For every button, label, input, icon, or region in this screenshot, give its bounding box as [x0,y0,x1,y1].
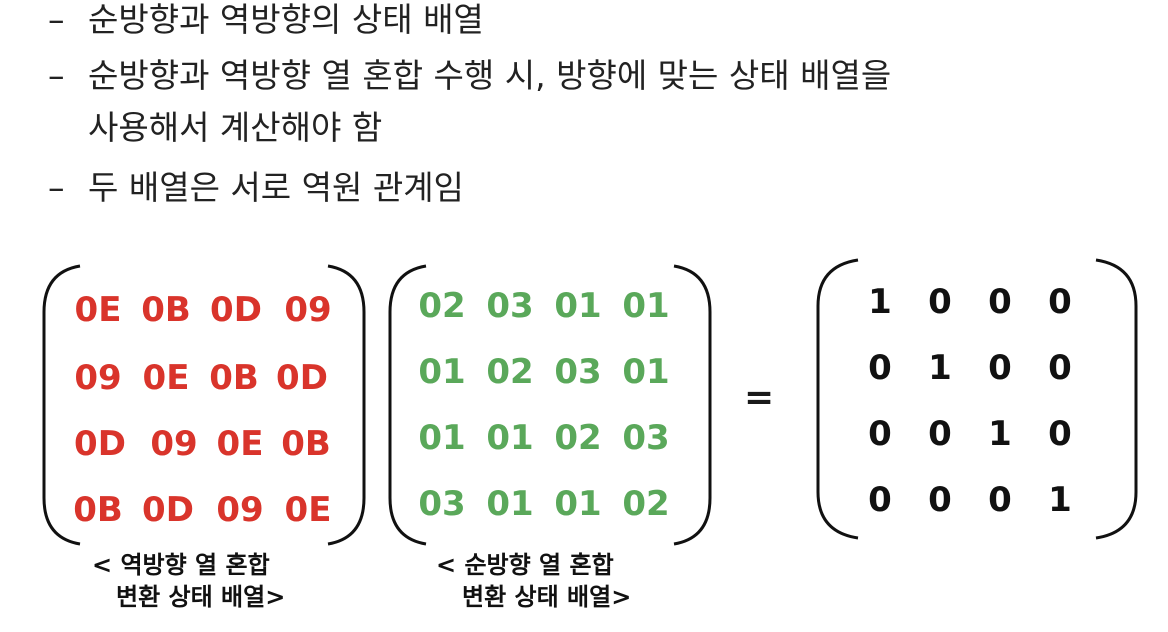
bullet-text: 두 배열은 서로 역원 관계임 [88,168,464,207]
inverse-mix-matrix: 0E 0B 0D 09 09 0E 0B 0D 0D 09 0E 0B 0B 0… [40,262,368,548]
matrix-cell: 09 [216,490,264,530]
matrix-cell: 1 [988,414,1012,454]
matrix-cell: 0 [988,480,1012,520]
identity-matrix: 1 0 0 0 0 1 0 0 0 0 1 0 0 0 0 1 [814,256,1140,542]
matrix-cell: 01 [554,286,602,326]
matrix-cell: 01 [554,484,602,524]
matrix-cell: 01 [622,352,670,392]
matrix-cell: 0B [281,424,331,464]
bullet-dash: – [48,56,65,95]
matrix-cell: 0 [868,414,892,454]
matrix-cell: 0 [928,414,952,454]
matrix-cell: 0 [928,480,952,520]
matrix-cell: 0E [74,290,122,330]
bullet-text: 순방향과 역방향 열 혼합 수행 시, 방향에 맞는 상태 배열을 [88,56,892,95]
matrix-cell: 0B [141,290,191,330]
matrix-cell: 02 [418,286,466,326]
matrix-brackets [388,264,712,546]
matrix-cell: 03 [622,418,670,458]
bullet-dash: – [48,168,65,207]
matrix-cell: 09 [74,358,122,398]
matrix-cell: 0 [988,348,1012,388]
matrix-cell: 1 [928,348,952,388]
forward-mix-matrix: 02 03 01 01 01 02 03 01 01 01 02 03 03 0… [386,262,714,548]
equals-sign: = [744,377,775,418]
matrix-cell: 03 [418,484,466,524]
matrix-cell: 0D [142,490,194,530]
bullet-dash: – [48,0,65,39]
matrix-cell: 09 [150,424,198,464]
matrix-cell: 02 [622,484,670,524]
matrix-cell: 1 [1048,480,1072,520]
forward-caption-line2: 변환 상태 배열> [462,583,632,611]
matrix-cell: 01 [486,418,534,458]
matrix-cell: 03 [554,352,602,392]
matrix-cell: 0D [210,290,262,330]
matrix-cell: 0E [142,358,190,398]
matrix-cell: 01 [418,352,466,392]
bullet-text: 순방향과 역방향의 상태 배열 [88,0,484,39]
matrix-cell: 03 [486,286,534,326]
matrix-cell: 1 [868,282,892,322]
matrix-cell: 0 [988,282,1012,322]
matrix-cell: 0E [216,424,264,464]
matrix-cell: 0B [73,490,123,530]
matrix-cell: 01 [622,286,670,326]
matrix-cell: 0 [868,348,892,388]
matrix-cell: 0 [868,480,892,520]
matrix-cell: 02 [486,352,534,392]
inverse-caption-line2: 변환 상태 배열> [116,583,286,611]
forward-caption-line1: < 순방향 열 혼합 [436,551,614,579]
matrix-cell: 0 [1048,348,1072,388]
matrix-brackets [816,258,1138,540]
matrix-cell: 0D [74,424,126,464]
inverse-caption-line1: < 역방향 열 혼합 [92,551,270,579]
matrix-cell: 0B [209,358,259,398]
bullet-text: 사용해서 계산해야 함 [88,108,383,147]
matrix-cell: 0E [284,490,332,530]
matrix-cell: 09 [284,290,332,330]
matrix-cell: 0 [1048,282,1072,322]
matrix-cell: 0D [276,358,328,398]
matrix-cell: 01 [418,418,466,458]
matrix-cell: 02 [554,418,602,458]
matrix-cell: 01 [486,484,534,524]
matrix-cell: 0 [1048,414,1072,454]
matrix-brackets [42,264,366,546]
matrix-cell: 0 [928,282,952,322]
